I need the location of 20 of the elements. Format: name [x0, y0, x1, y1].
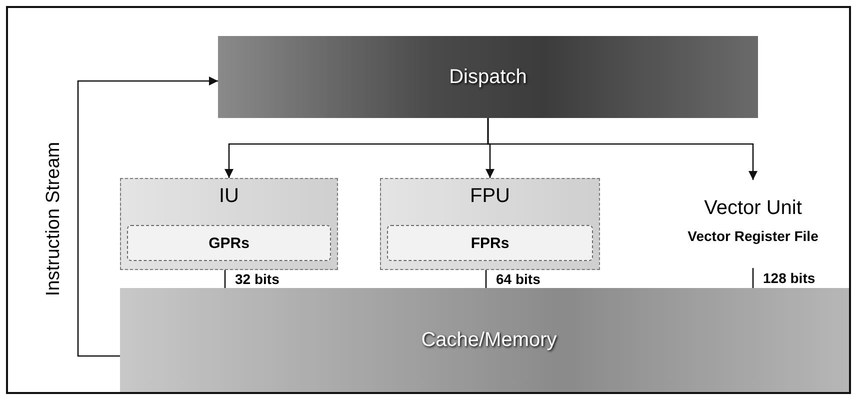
- box-label: Cache/Memory: [421, 328, 557, 352]
- box-label: IU: [219, 185, 239, 208]
- unit-box: [120, 178, 338, 270]
- connector-arrow: [487, 118, 758, 180]
- unit-box: [380, 178, 600, 270]
- dispatch-box: [218, 36, 758, 118]
- register-box: [127, 225, 331, 261]
- box-label: FPRs: [470, 234, 510, 252]
- register-box: [387, 225, 593, 261]
- unit-label: Vector Unit: [704, 196, 802, 220]
- edge-label: 64 bits: [496, 271, 540, 287]
- edge-label: 128 bits: [763, 270, 816, 286]
- connector-arrow: [77, 76, 218, 357]
- box-label: FPU: [470, 185, 510, 208]
- edge-label: 32 bits: [235, 271, 280, 287]
- edge-label: Instruction Stream: [43, 141, 65, 296]
- box-label: Dispatch: [449, 66, 527, 88]
- register-label: Vector Register File: [688, 228, 818, 244]
- box-label: GPRs: [208, 234, 250, 252]
- memory-box: [120, 288, 849, 392]
